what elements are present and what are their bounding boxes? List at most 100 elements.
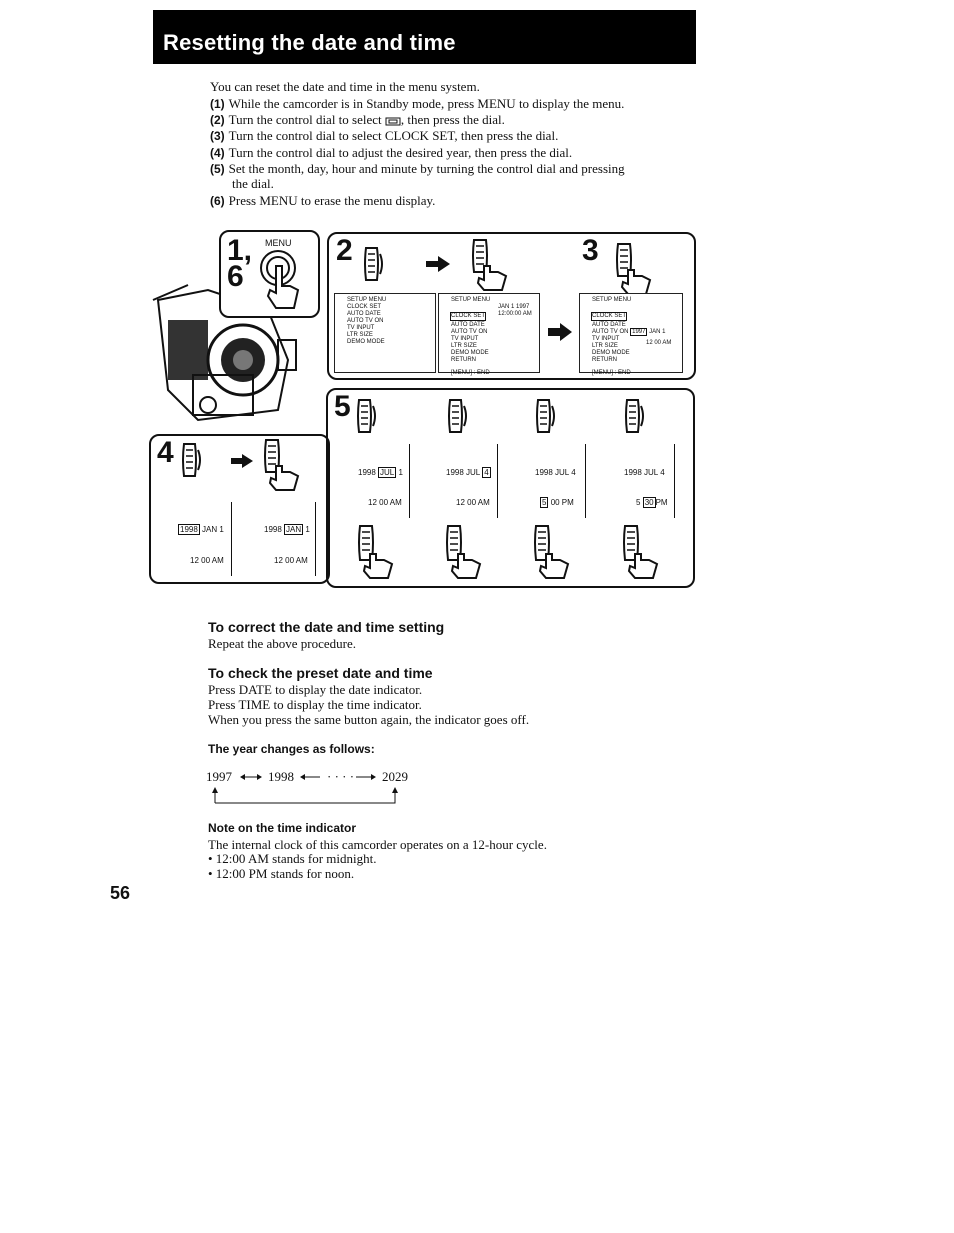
year-value: 1998 bbox=[358, 468, 376, 477]
menu-line: TV INPUT bbox=[451, 336, 479, 342]
step-1: (1)While the camcorder is in Standby mod… bbox=[210, 96, 624, 112]
hour-value: 5 bbox=[636, 498, 641, 507]
date-readout: JAN 1 1997 bbox=[498, 304, 530, 310]
menu-line: DEMO MODE bbox=[451, 350, 489, 356]
date-display: 1998 JUL 4 bbox=[446, 467, 491, 478]
date-display: 1998 JAN 1 bbox=[178, 524, 224, 535]
menu-line: RETURN bbox=[451, 357, 476, 363]
step-2: (2)Turn the control dial to select , the… bbox=[210, 112, 505, 128]
setup-menu-screen: SETUP MENU CLOCK SET AUTO DATE AUTO TV O… bbox=[438, 293, 540, 376]
menu-line: LTR SIZE bbox=[592, 343, 618, 349]
arrow-left-icon bbox=[300, 774, 320, 780]
menu-line: AUTO TV ON bbox=[347, 318, 384, 324]
step-number: (2) bbox=[210, 113, 225, 127]
step-label-3: 3 bbox=[582, 234, 599, 267]
menu-line: CLOCK SET bbox=[347, 304, 382, 310]
check-line: Press TIME to display the time indicator… bbox=[208, 697, 422, 712]
menu-line: SETUP MENU bbox=[592, 297, 632, 303]
menu-line: SETUP MENU bbox=[347, 297, 387, 303]
control-dial-turn-icon bbox=[357, 399, 376, 433]
step-3: (3)Turn the control dial to select CLOCK… bbox=[210, 128, 558, 144]
time-rest: 00 PM bbox=[550, 498, 574, 507]
date-rest: JAN 1 bbox=[202, 525, 224, 534]
menu-footer: [MENU] : END bbox=[592, 370, 631, 376]
month-value: JUL bbox=[644, 468, 658, 477]
control-dial-turn-icon bbox=[625, 399, 644, 433]
time-readout: 12:00:00 AM bbox=[498, 311, 532, 317]
control-dial-press-icon bbox=[623, 525, 659, 579]
control-dial-turn-icon bbox=[182, 443, 201, 477]
display-edge bbox=[497, 444, 498, 518]
control-dial-press-icon bbox=[534, 525, 570, 579]
check-line: When you press the same button again, th… bbox=[208, 712, 530, 727]
month-field: JAN bbox=[284, 524, 304, 535]
clock-readout: JAN 1 1997 12:00:00 AM bbox=[498, 304, 532, 318]
ampm-value: PM bbox=[655, 498, 668, 507]
year-value: 1998 bbox=[446, 468, 464, 477]
control-dial-press-icon bbox=[446, 525, 482, 579]
step-text: Turn the control dial to select bbox=[228, 112, 382, 127]
menu-button-label: MENU bbox=[265, 238, 292, 248]
year-value: 1998 bbox=[264, 525, 282, 534]
day-field: 4 bbox=[482, 467, 491, 478]
control-dial-press-icon bbox=[358, 525, 394, 579]
setup-menu-screen: SETUP MENU CLOCK SET AUTO DATE AUTO TV O… bbox=[579, 293, 683, 376]
page-number: 56 bbox=[110, 883, 131, 903]
step-text: Turn the control dial to adjust the desi… bbox=[228, 145, 573, 160]
year-2029: 2029 bbox=[382, 769, 408, 784]
step-number: (4) bbox=[210, 146, 225, 160]
step-text: Turn the control dial to select CLOCK SE… bbox=[228, 128, 559, 143]
correct-text: Repeat the above procedure. bbox=[208, 636, 356, 651]
arrow-right-icon bbox=[426, 256, 450, 272]
display-edge bbox=[231, 502, 232, 576]
time-display: 12 00 AM bbox=[456, 498, 490, 507]
step-label-1: 1, bbox=[227, 234, 253, 267]
year-1997: 1997 bbox=[206, 769, 232, 784]
note-heading: Note on the time indicator bbox=[208, 821, 357, 835]
menu-line: CLOCK SET bbox=[590, 312, 628, 321]
page-title: Resetting the date and time bbox=[163, 30, 456, 55]
double-arrow-icon bbox=[240, 774, 262, 780]
menu-line: AUTO DATE bbox=[451, 322, 485, 328]
menu-line: CLOCK SET bbox=[449, 312, 487, 321]
menu-line: DEMO MODE bbox=[592, 350, 630, 356]
step-text-after: , then press the dial. bbox=[400, 112, 505, 127]
step-2-3-panel bbox=[327, 232, 696, 380]
check-heading: To check the preset date and time bbox=[208, 665, 433, 681]
date-display: 1998 JUL 4 bbox=[535, 468, 576, 478]
step-text: Set the month, day, hour and minute by t… bbox=[228, 161, 625, 176]
correct-heading: To correct the date and time setting bbox=[208, 619, 445, 635]
clock-menu-icon bbox=[385, 117, 401, 126]
date-display: 1998 JUL 1 bbox=[358, 467, 403, 478]
date-display: 1998 JAN 1 bbox=[264, 524, 310, 535]
minute-field: 30 bbox=[642, 497, 656, 508]
menu-line: TV INPUT bbox=[347, 325, 375, 331]
step-text: While the camcorder is in Standby mode, … bbox=[228, 96, 625, 111]
year-wraparound-arrow bbox=[212, 787, 398, 804]
note-bullet: • 12:00 PM stands for noon. bbox=[208, 866, 355, 881]
step-number: (1) bbox=[210, 97, 225, 111]
step-6: (6)Press MENU to erase the menu display. bbox=[210, 193, 435, 209]
step-text: Press MENU to erase the menu display. bbox=[228, 193, 436, 208]
check-line: Press DATE to display the date indicator… bbox=[208, 682, 423, 697]
menu-line: DEMO MODE bbox=[347, 339, 385, 345]
menu-line-text: AUTO TV ON bbox=[592, 329, 629, 335]
note-text: The internal clock of this camcorder ope… bbox=[208, 837, 547, 852]
day-value: 4 bbox=[660, 468, 665, 477]
step-number: (6) bbox=[210, 194, 225, 208]
step-5-continued: the dial. bbox=[232, 176, 274, 191]
year-changes-heading: The year changes as follows: bbox=[208, 742, 375, 756]
year-1998: 1998 bbox=[268, 769, 294, 784]
menu-line: TV INPUT bbox=[592, 336, 620, 342]
display-edge bbox=[585, 444, 586, 518]
year-ellipsis: · · · · bbox=[327, 769, 355, 784]
control-dial-press-icon bbox=[472, 239, 508, 291]
date-rest: JAN 1 bbox=[649, 329, 666, 335]
control-dial-turn-icon bbox=[536, 399, 555, 433]
time-display: 5 00 PM bbox=[540, 497, 574, 508]
menu-line: AUTO DATE bbox=[592, 322, 626, 328]
control-dial-turn-icon bbox=[448, 399, 467, 433]
step-label-4: 4 bbox=[157, 436, 174, 469]
date-display: 1998 JUL 4 bbox=[624, 468, 665, 478]
